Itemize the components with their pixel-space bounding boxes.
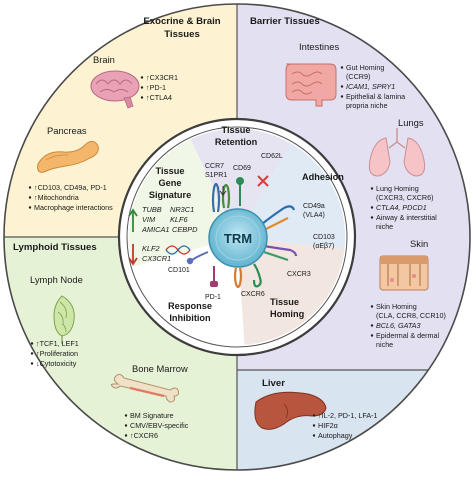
- gene-down-1: KLF2: [142, 244, 160, 253]
- lungs-bullet-2: (CXCR3, CXCR6): [376, 193, 434, 202]
- brain-bullet-2: ↑PD-1: [146, 83, 166, 92]
- lymph-node-icon: [53, 295, 75, 344]
- lungs-label: Lungs: [398, 117, 424, 128]
- lymphoid-title: Lymphoid Tissues: [13, 242, 97, 253]
- intestines-bullet-1: Gut Homing: [346, 63, 384, 72]
- intestines-bullet-2: (CCR9): [346, 72, 370, 81]
- bone-marrow-bullet-3: ↑CXCR6: [130, 431, 158, 440]
- intestines-bullet-4: Epithelial & lamina: [346, 92, 405, 101]
- intestines-bullet-5: propria niche: [346, 101, 388, 110]
- cd101-label: CD101: [168, 267, 190, 274]
- lungs-bullet-5: niche: [376, 222, 393, 231]
- brain-label: Brain: [93, 54, 115, 65]
- lungs-bullet-1: Lung Homing: [376, 184, 419, 193]
- pancreas-label: Pancreas: [47, 125, 87, 136]
- lymph-node-bullet-1: ↑TCF1, LEF1: [36, 339, 79, 348]
- tissue-homing-line2: Homing: [270, 309, 304, 319]
- lungs-icon: [368, 128, 426, 177]
- bone-marrow-label: Bone Marrow: [132, 363, 188, 374]
- cxcr6-label: CXCR6: [241, 291, 265, 298]
- skin-bullet-1: Skin Homing: [376, 302, 417, 311]
- cross-icon: [257, 175, 269, 187]
- skin-bullet-3: BCL6, GATA3: [376, 321, 420, 330]
- cxcr3-label: CXCR3: [287, 271, 311, 278]
- bone-marrow-icon: [110, 373, 179, 403]
- lymph-node-label: Lymph Node: [30, 274, 83, 285]
- arrow-down-icon: [128, 244, 138, 266]
- lungs-bullet-3: CTLA4, PDCD1: [376, 203, 427, 212]
- tissue-retention-line2: Retention: [215, 137, 258, 147]
- intestines-bullet-3: ICAM1, SPRY1: [346, 82, 395, 91]
- trm-label: TRM: [224, 231, 252, 246]
- adhesion-label: Adhesion: [302, 172, 344, 182]
- inner-wedges: [128, 128, 346, 345]
- skin-bullet-2: (CLA, CCR8, CCR10): [376, 311, 446, 320]
- receptor-cxcr3: [252, 263, 262, 288]
- brain-bullet-3: ↑CTLA4: [146, 93, 172, 102]
- receptor-cxcr6: [233, 267, 243, 289]
- bone-marrow-bullet-2: CMV/EBV-specific: [130, 421, 189, 430]
- pancreas-bullet-3: Macrophage interactions: [34, 203, 113, 212]
- lymph-node-bullet-2: ↑Proliferation: [36, 349, 78, 358]
- gene-up-6: CEBPD: [172, 225, 198, 234]
- arrow-down-small-icon: [219, 186, 227, 196]
- skin-label: Skin: [410, 238, 428, 249]
- skin-icon: [379, 255, 429, 291]
- response-inhibition-line2: Inhibition: [169, 313, 211, 323]
- cd62l-label: CD62L: [261, 153, 283, 160]
- gene-signature-line3: Signature: [149, 190, 191, 200]
- skin-bullet-4: Epidermal & dermal: [376, 331, 440, 340]
- pancreas-bullet-2: ↑Mitochondria: [34, 193, 79, 202]
- ccr7-label: CCR7: [205, 163, 224, 170]
- cd69-label: CD69: [233, 165, 251, 172]
- gene-up-5: AMICA1: [141, 225, 170, 234]
- brain-bullet-1: ↑CX3CR1: [146, 73, 178, 82]
- lungs-bullet-4: Airway & interstitial: [376, 213, 437, 222]
- bone-marrow-bullet-1: BM Signature: [130, 411, 174, 420]
- receptor-s1pr1: [221, 183, 231, 209]
- liver-bullet-3: Autophagy: [318, 431, 353, 440]
- arrow-up-icon: [128, 208, 138, 232]
- liver-bullet-1: ↑IL-2, PD-1, LFA-1: [318, 411, 378, 420]
- gene-signature-line1: Tissue: [156, 166, 185, 176]
- pancreas-icon: [37, 140, 99, 173]
- intestines-icon: [285, 63, 337, 107]
- cd49a-label-line2: (VLA4): [303, 212, 325, 219]
- liver-title: Liver: [262, 378, 285, 389]
- gene-up-1: TUBB: [142, 205, 162, 214]
- gene-up-3: VIM: [142, 215, 156, 224]
- tissue-retention-line1: Tissue: [222, 125, 251, 135]
- exocrine-title-line1: Exocrine & Brain: [143, 16, 220, 27]
- receptor-pd1: [210, 266, 218, 287]
- lymph-node-bullet-3: ↓Cytotoxicity: [36, 359, 77, 368]
- cd103-label-line1: CD103: [313, 234, 335, 241]
- pancreas-bullet-1: ↑CD103, CD49a, PD-1: [34, 183, 107, 192]
- skin-bullet-5: niche: [376, 340, 393, 349]
- dna-icon: [165, 245, 191, 255]
- receptor-cd101: [186, 251, 209, 265]
- barrier-title: Barrier Tissues: [250, 16, 320, 27]
- exocrine-title-line2: Tissues: [164, 29, 200, 40]
- gene-up-2: NR3C1: [170, 205, 194, 214]
- receptor-cd103: [263, 244, 298, 262]
- outer-ring-border: [3, 3, 471, 471]
- liver-bullet-2: HIF2α: [318, 421, 338, 430]
- receptor-cd69: [236, 177, 244, 206]
- receptor-ccr7: [211, 182, 221, 213]
- gene-down-2: CX3CR1: [142, 254, 171, 263]
- brain-icon: [90, 70, 140, 109]
- gene-signature-line2: Gene: [159, 178, 182, 188]
- intestines-label: Intestines: [299, 41, 339, 52]
- liver-icon: [254, 391, 327, 430]
- response-inhibition-line1: Response: [168, 301, 212, 311]
- cd49a-label-line1: CD49a: [303, 203, 325, 210]
- pd1-label: PD-1: [205, 294, 221, 301]
- gene-up-4: KLF6: [170, 215, 189, 224]
- trm-cell: [208, 208, 268, 268]
- tissue-homing-line1: Tissue: [270, 297, 299, 307]
- s1pr1-label: S1PR1: [205, 172, 227, 179]
- cd103-label-line2: (αEβ7): [313, 243, 334, 250]
